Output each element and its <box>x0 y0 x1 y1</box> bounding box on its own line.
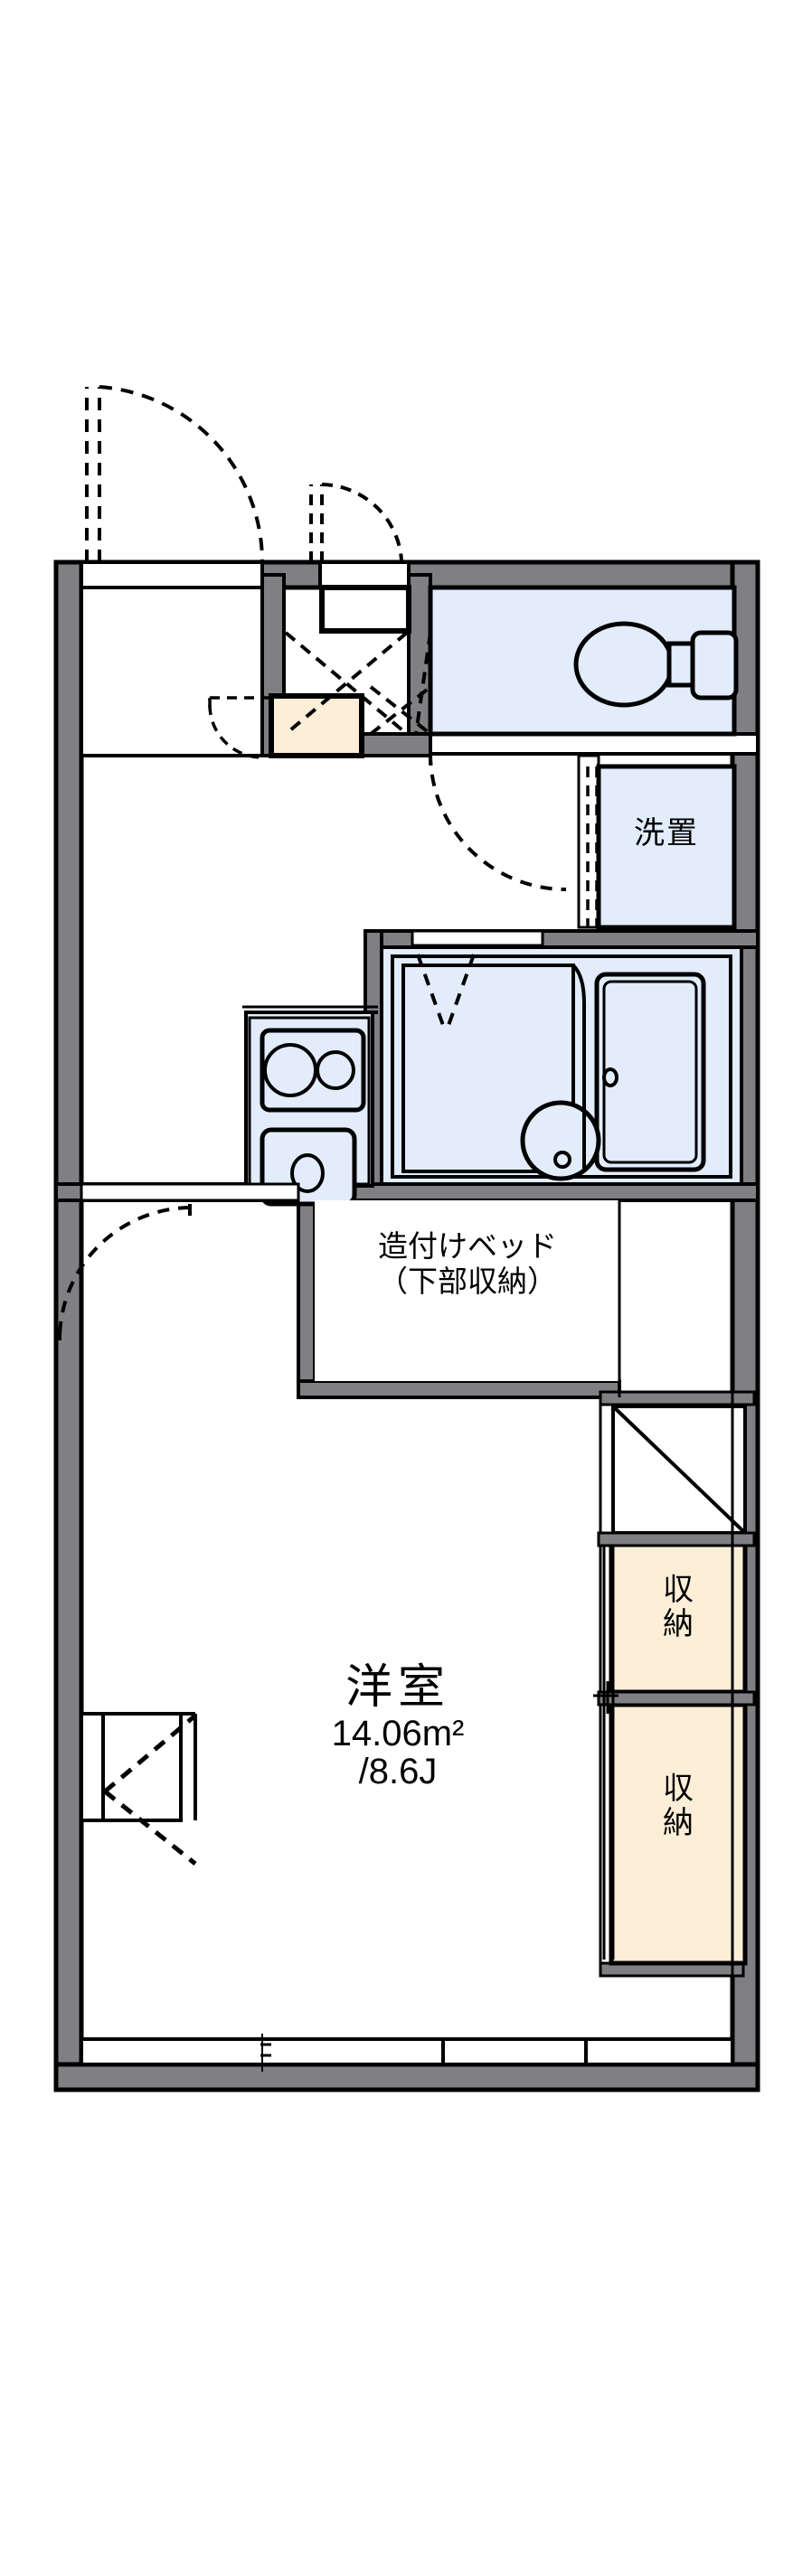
built-in-bed-label-line1: 造付けベッド <box>378 1229 557 1263</box>
toilet-door[interactable] <box>429 753 567 891</box>
laundry-area <box>596 764 737 930</box>
step-door[interactable] <box>208 696 271 759</box>
room-inner-outline <box>80 1200 734 2041</box>
side-window[interactable] <box>80 1712 197 1866</box>
unit-bath <box>380 945 743 1186</box>
corridor-door[interactable] <box>309 483 403 562</box>
toilet-tank-icon <box>690 630 739 700</box>
closet-upper-rail <box>597 1531 756 1547</box>
closet-upper-label: 収 納 <box>663 1573 694 1642</box>
main-room-name: 洋室 <box>345 1661 450 1714</box>
built-in-bed-label-line2: （下部収納） <box>378 1264 557 1298</box>
closet-sliding-track[interactable] <box>593 1546 618 1960</box>
bath-sink-icon <box>520 1100 601 1181</box>
closet-lower-rail <box>597 1690 756 1706</box>
laundry-door[interactable] <box>586 766 599 927</box>
step-up-box <box>269 693 364 758</box>
shoe-cabinet <box>318 560 411 634</box>
entrance-door[interactable] <box>85 385 264 562</box>
laundry-label: 洗置 <box>634 816 699 851</box>
stove-burner-large <box>263 1043 317 1097</box>
kitchen-counter <box>242 1005 378 1207</box>
toilet-bowl-icon <box>573 621 739 708</box>
closet-lower[interactable] <box>609 1702 748 1966</box>
shoe-closet-doors[interactable] <box>284 631 432 736</box>
main-room-jo: /8.6J <box>358 1751 438 1791</box>
room-door-opening <box>80 1182 300 1202</box>
built-in-bed-area <box>315 1200 619 1381</box>
balcony-window[interactable] <box>80 2034 734 2072</box>
entrance-area <box>80 560 364 758</box>
stove-burner-small <box>316 1050 355 1090</box>
closet-top-rail <box>599 1390 756 1406</box>
page-title: 洋室 14.06m² /8.6J <box>226 1663 570 1791</box>
main-room-area: 14.06m² <box>331 1713 465 1753</box>
storage-hatch[interactable] <box>611 1405 747 1535</box>
exterior-walls <box>53 559 760 2092</box>
built-in-bed-label: 造付けベッド （下部収納） <box>315 1229 620 1298</box>
room-door[interactable] <box>58 1204 192 1343</box>
closet-lower-label: 収 納 <box>663 1772 694 1841</box>
bath-door[interactable] <box>416 954 476 1031</box>
bath-door-opening <box>411 929 544 947</box>
